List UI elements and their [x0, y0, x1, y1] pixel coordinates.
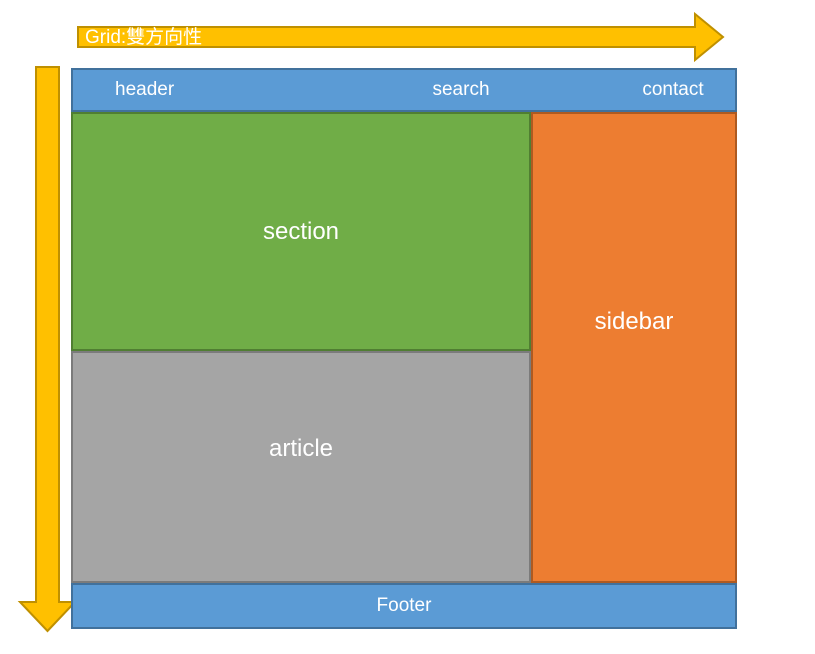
- article-region-label: article: [268, 435, 334, 462]
- footer-region-label: Footer: [376, 595, 432, 616]
- search-region-label: search: [432, 79, 490, 100]
- section-region: section: [71, 112, 531, 351]
- horizontal-arrow-label: Grid:雙方向性: [85, 27, 203, 48]
- section-region-label: section: [262, 217, 340, 245]
- header-region-label: header: [115, 79, 175, 100]
- grid-layout-container: header search contact section sidebar ar…: [71, 68, 737, 629]
- sidebar-region: sidebar: [531, 112, 737, 583]
- contact-region-label: contact: [642, 79, 704, 100]
- article-region: article: [71, 351, 531, 583]
- sidebar-region-label: sidebar: [594, 307, 674, 335]
- header-region: header search contact: [71, 68, 737, 112]
- footer-region: Footer: [71, 583, 737, 629]
